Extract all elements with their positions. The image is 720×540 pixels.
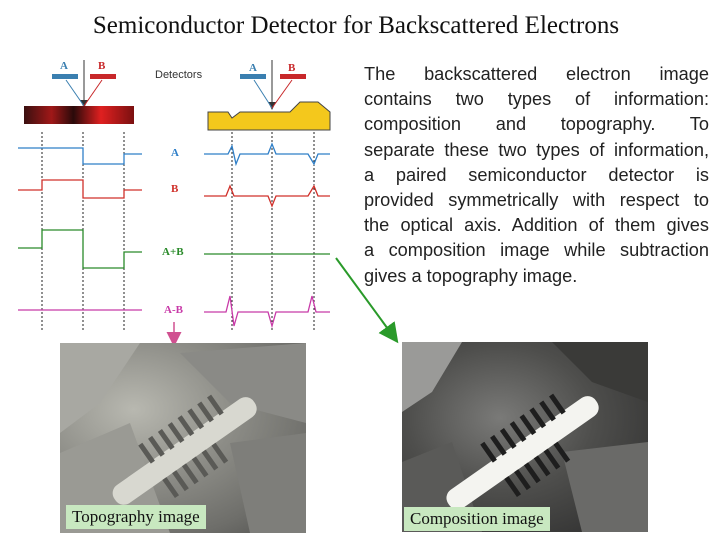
signal-label-sum: A+B (162, 246, 184, 258)
topography-sample (207, 101, 331, 131)
signal-label-a: A (171, 147, 179, 159)
scatter-line-a-right (253, 79, 273, 109)
topography-caption: Topography image (66, 505, 206, 529)
topography-texture (60, 343, 306, 533)
signal-a-topography (204, 142, 330, 167)
detector-a-left (52, 74, 78, 79)
description-line: separate these two types of information, (364, 139, 709, 160)
detector-b-left (90, 74, 116, 79)
description-line: The backscattered electron image (364, 64, 709, 84)
signal-label-b: B (171, 183, 179, 195)
detector-a-label-right: A (249, 62, 257, 74)
description-paragraph: The backscattered electron image contain… (364, 62, 709, 289)
detector-b-label-left: B (98, 60, 106, 72)
signal-label-diff: A-B (164, 304, 183, 316)
signal-b-topography (204, 184, 330, 208)
description-line: the optical axis. Addition of them gives (364, 215, 709, 236)
description-line: a composition image while subtraction (364, 240, 709, 261)
composition-texture (402, 342, 648, 532)
description-line: provided symmetrically with respect to (364, 189, 709, 210)
detector-a-right (240, 74, 266, 79)
detector-a-label-left: A (60, 60, 68, 72)
scatter-line-b-right (271, 79, 293, 109)
description-line: gives a topography image. (364, 265, 578, 286)
composition-sample (24, 106, 134, 124)
scatter-line-a-left (65, 79, 85, 107)
arrow-to-composition (335, 257, 399, 344)
signal-diff-topography (204, 295, 330, 329)
description-line: contains two types of information: (364, 89, 709, 110)
detector-b-label-right: B (288, 62, 296, 74)
scatter-line-b-left (83, 79, 103, 107)
slide-title: Semiconductor Detector for Backscattered… (92, 12, 620, 39)
detectors-label: Detectors (155, 69, 203, 81)
description-line: a paired semiconductor detector is (364, 164, 709, 185)
detector-b-right (280, 74, 306, 79)
description-line: composition and topography. To (364, 114, 709, 135)
signal-b-composition (18, 179, 142, 199)
topography-image (60, 343, 306, 533)
composition-image (402, 342, 648, 532)
signal-sum-composition (18, 229, 142, 269)
signal-a-composition (18, 147, 142, 165)
composition-caption: Composition image (404, 507, 550, 531)
